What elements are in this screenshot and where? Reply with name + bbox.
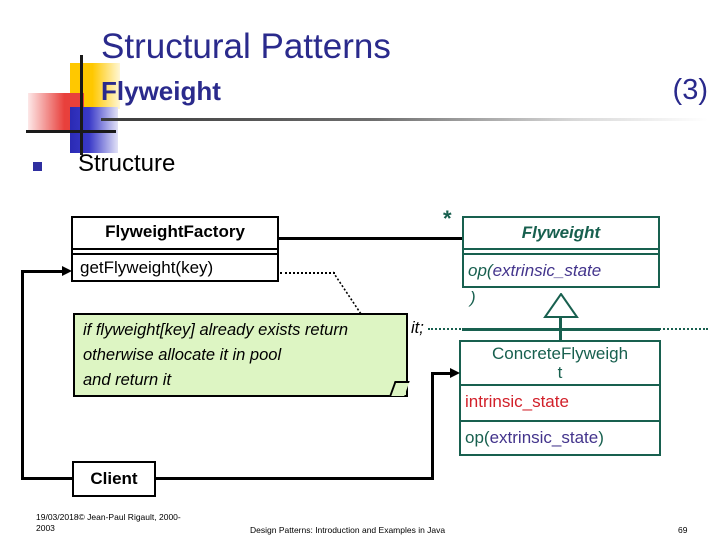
footer-course-title: Design Patterns: Introduction and Exampl… — [250, 525, 446, 535]
association-line-factory-flyweight — [278, 237, 473, 240]
class-box-client: Client — [72, 461, 156, 497]
flyweight-divider-2 — [464, 253, 658, 255]
flyweight-op-prefix: op( — [468, 261, 493, 280]
flyweightfactory-title: FlyweightFactory — [105, 222, 245, 241]
flyweightfactory-divider-2 — [73, 253, 277, 255]
footer-page-number: 69 — [678, 525, 688, 535]
note-box: if flyweight[key] already exists return … — [73, 313, 410, 397]
note-fold-corner — [389, 381, 410, 396]
concreteflyweight-op-prefix: op( — [465, 428, 490, 447]
client-to-factory-segment-v — [21, 270, 24, 479]
class-box-flyweight: Flyweight op(extrinsic_state — [462, 216, 660, 288]
concreteflyweight-op-param: extrinsic_state — [489, 428, 599, 447]
slide-subtitle: Flyweight — [101, 76, 221, 106]
flyweight-op-param: extrinsic_state — [492, 261, 602, 280]
concreteflyweight-title-line1: ConcreteFlyweigh — [491, 344, 629, 363]
flyweightfactory-operation: getFlyweight(key) — [80, 258, 214, 277]
note-line-1: if flyweight[key] already exists return — [83, 321, 349, 339]
concreteflyweight-operation: op(extrinsic_state) — [461, 422, 659, 456]
client-to-factory-segment-h-top — [21, 270, 65, 273]
note-line-1-overflow: it; — [411, 319, 424, 337]
client-to-concrete-segment-v — [431, 372, 434, 479]
generalization-stem — [559, 318, 562, 348]
concreteflyweight-op-suffix: ) — [598, 428, 604, 447]
client-to-factory-arrowhead — [62, 266, 72, 276]
slide-part-number: (3) — [672, 74, 708, 106]
logo-vertical-line — [80, 55, 83, 155]
note-anchor-dotted-line — [280, 272, 335, 274]
note-anchor-diagonal — [332, 270, 363, 316]
note-line-3: and return it — [83, 371, 172, 389]
flyweightfactory-divider — [73, 248, 277, 250]
concreteflyweight-divider-2 — [461, 420, 659, 422]
flyweight-title: Flyweight — [521, 223, 601, 242]
concreteflyweight-divider — [461, 384, 659, 386]
footer-copyright: 19/03/2018© Jean-Paul Rigault, 2000- 200… — [36, 512, 196, 534]
decorative-logo — [18, 55, 120, 155]
flyweight-op-suffix: ) — [470, 288, 476, 307]
footer-copyright-line2: 2003 — [36, 523, 55, 533]
generalization-crossbar — [462, 328, 660, 331]
client-to-concrete-segment-h-bottom — [156, 477, 434, 480]
concreteflyweight-attribute: intrinsic_state — [465, 392, 569, 411]
flyweight-operation: op(extrinsic_state — [464, 255, 658, 288]
client-to-concrete-segment-h-top — [431, 372, 453, 375]
header-rule — [101, 118, 708, 121]
flyweight-divider — [464, 248, 658, 250]
bullet-label: Structure — [78, 150, 176, 177]
bullet-square-icon — [33, 162, 42, 171]
class-box-flyweightfactory: FlyweightFactory getFlyweight(key) — [71, 216, 279, 282]
slide-title: Structural Patterns — [101, 27, 391, 66]
concreteflyweight-title-line2: t — [557, 363, 563, 382]
client-title: Client — [90, 469, 138, 488]
note-line-2: otherwise allocate it in pool — [83, 346, 282, 364]
client-to-factory-segment-h-bottom — [21, 477, 72, 480]
multiplicity-label: * — [443, 206, 452, 231]
logo-horizontal-line — [26, 130, 116, 133]
generalization-triangle — [543, 293, 579, 319]
footer-copyright-line1: 19/03/2018© Jean-Paul Rigault, 2000- — [36, 512, 181, 522]
client-to-concrete-arrowhead — [450, 368, 460, 378]
